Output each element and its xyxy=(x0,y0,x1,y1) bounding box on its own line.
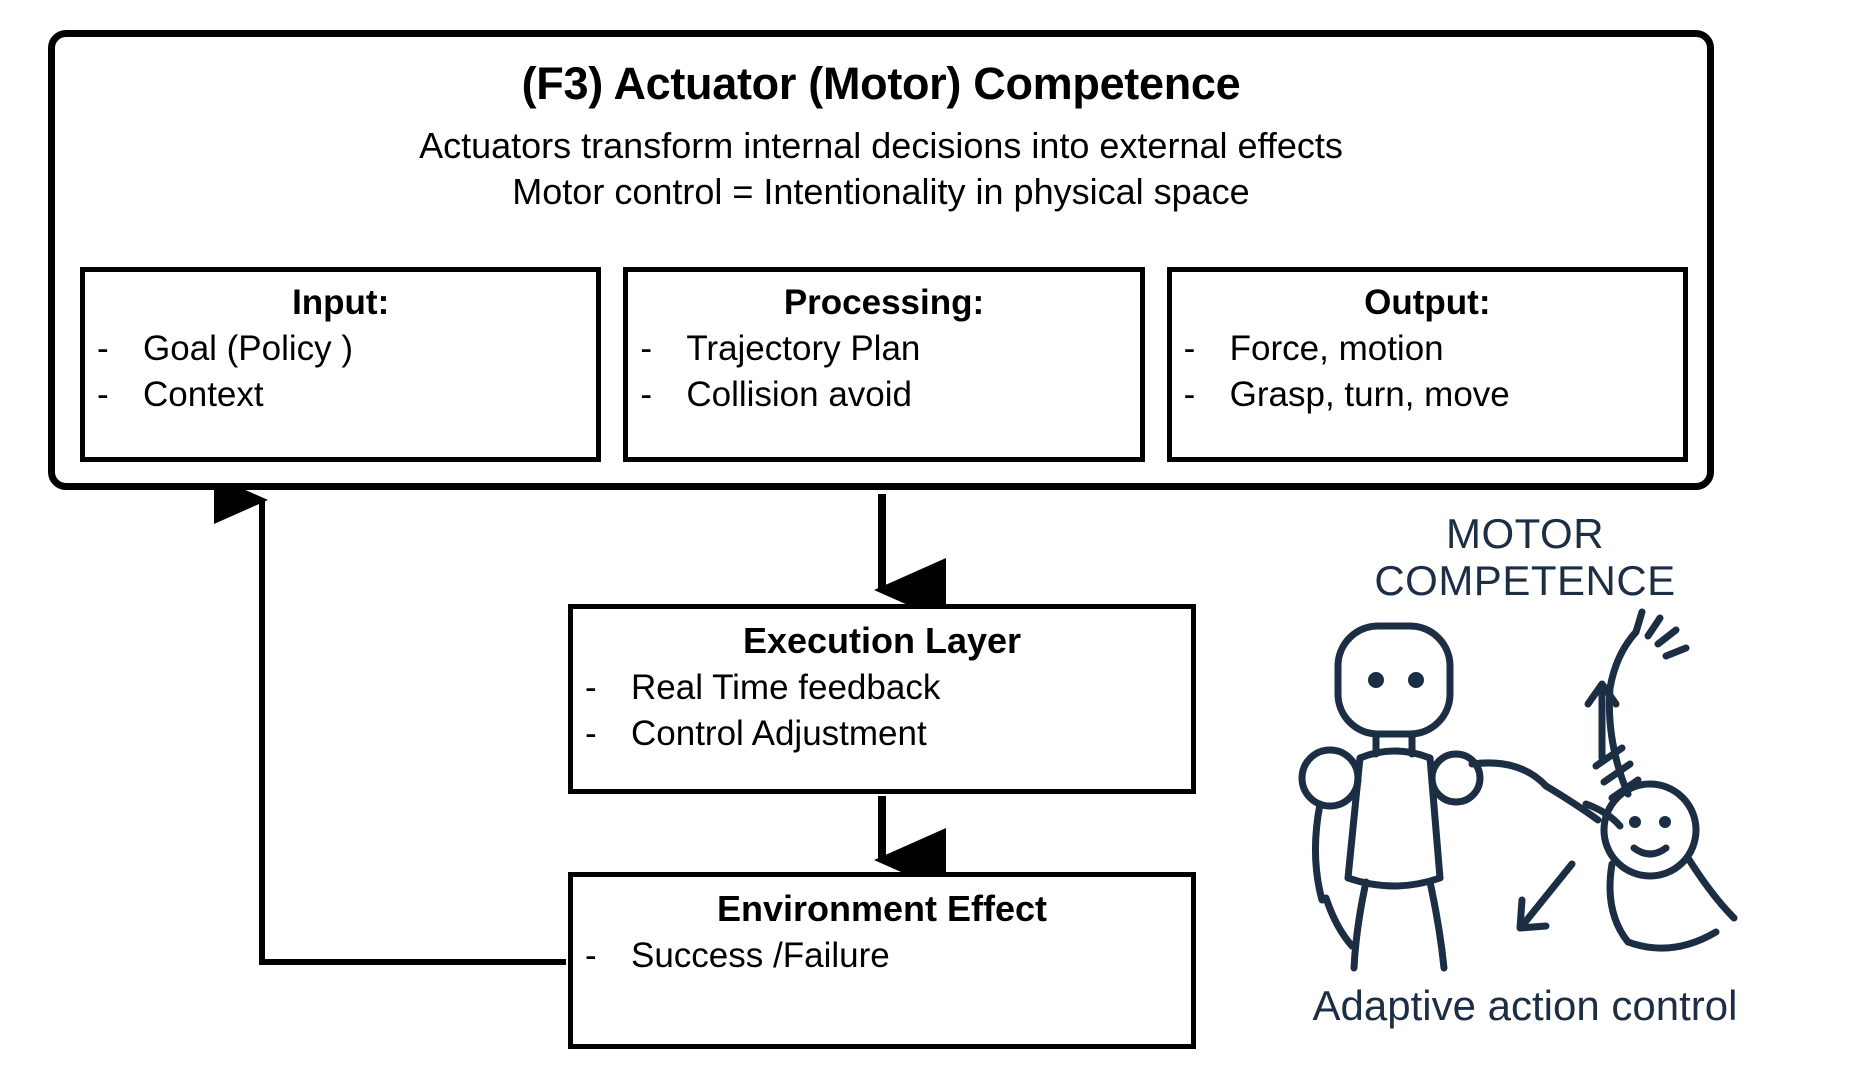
bullet-dash-icon: - xyxy=(1183,374,1196,414)
list-item: - Collision avoid xyxy=(628,372,1139,418)
panel-title: (F3) Actuator (Motor) Competence xyxy=(521,58,1241,109)
bullet-dash-icon: - xyxy=(1183,328,1196,368)
output-column-heading: Output: xyxy=(1364,283,1491,322)
robot-assisting-person-illustration xyxy=(1298,608,1738,972)
actuator-competence-panel: (F3) Actuator (Motor) Competence Actuato… xyxy=(48,30,1714,490)
illustration-title-line-2: COMPETENCE xyxy=(1374,557,1676,605)
environment-effect-heading: Environment Effect xyxy=(716,888,1048,929)
input-column-heading: Input: xyxy=(292,283,390,322)
list-item: - Force, motion xyxy=(1172,326,1683,372)
bullet-dash-icon: - xyxy=(97,374,109,414)
bullet-dash-icon: - xyxy=(585,935,597,975)
list-item-label: Real Time feedback xyxy=(631,667,941,707)
list-item: - Control Adjustment xyxy=(573,711,1191,757)
list-item-label: Success /Failure xyxy=(631,935,890,975)
processing-column-heading: Processing: xyxy=(783,283,985,322)
bullet-dash-icon: - xyxy=(585,667,597,707)
io-columns-row: Input: - Goal (Policy ) - Context Proces… xyxy=(80,267,1688,462)
list-item: - Real Time feedback xyxy=(573,665,1191,711)
input-column: Input: - Goal (Policy ) - Context xyxy=(80,267,602,462)
list-item-label: Context xyxy=(143,374,264,414)
list-item: - Trajectory Plan xyxy=(628,326,1139,372)
output-column: Output: - Force, motion - Grasp, turn, m… xyxy=(1166,267,1688,462)
illustration-caption: Adaptive action control xyxy=(1312,982,1738,1030)
illustration-title-line-1: MOTOR xyxy=(1445,510,1605,557)
environment-effect-box: Environment Effect - Success /Failure xyxy=(568,872,1196,1049)
list-item-label: Trajectory Plan xyxy=(686,328,921,368)
bullet-dash-icon: - xyxy=(97,328,109,368)
panel-subtitle-line-1: Actuators transform internal decisions i… xyxy=(419,124,1343,166)
list-item: - Goal (Policy ) xyxy=(85,326,596,372)
panel-subtitle: Actuators transform internal decisions i… xyxy=(55,123,1707,215)
list-item: - Context xyxy=(85,372,596,418)
list-item-label: Control Adjustment xyxy=(631,713,927,753)
list-item-label: Force, motion xyxy=(1229,328,1444,368)
feedback-loop-arrow xyxy=(214,476,566,965)
execution-layer-heading: Execution Layer xyxy=(742,620,1022,661)
bullet-dash-icon: - xyxy=(640,374,652,414)
illustration-title: MOTOR COMPETENCE xyxy=(1270,510,1780,604)
motor-competence-illustration-panel: MOTOR COMPETENCE xyxy=(1270,510,1780,1050)
list-item: - Grasp, turn, move xyxy=(1172,372,1683,418)
bullet-dash-icon: - xyxy=(585,713,597,753)
list-item-label: Collision avoid xyxy=(686,374,912,414)
panel-subtitle-line-2: Motor control = Intentionality in physic… xyxy=(512,170,1250,212)
bullet-dash-icon: - xyxy=(640,328,652,368)
execution-layer-box: Execution Layer - Real Time feedback - C… xyxy=(568,604,1196,794)
list-item-label: Grasp, turn, move xyxy=(1229,374,1510,414)
list-item: - Success /Failure xyxy=(573,933,1191,979)
processing-column: Processing: - Trajectory Plan - Collisio… xyxy=(623,267,1145,462)
list-item-label: Goal (Policy ) xyxy=(143,328,354,368)
